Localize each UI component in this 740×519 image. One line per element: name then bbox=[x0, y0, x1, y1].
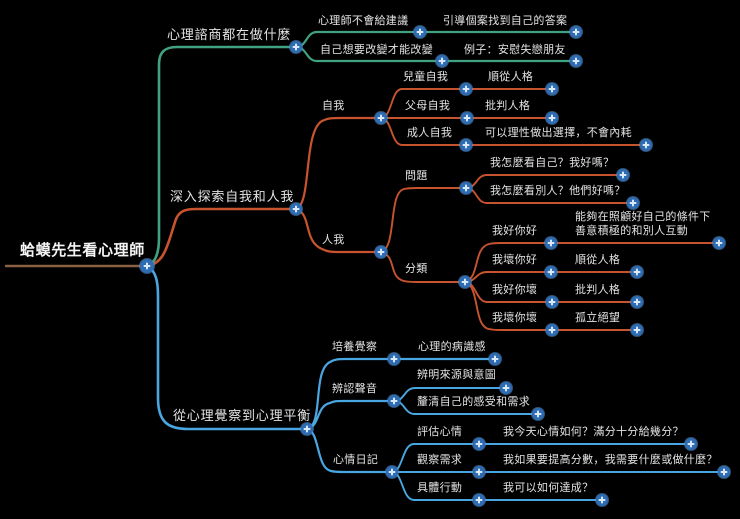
expand-icon[interactable] bbox=[386, 466, 398, 478]
node-action-question[interactable]: 我可以如何達成？ bbox=[503, 482, 594, 494]
connector bbox=[464, 242, 720, 283]
root-topic[interactable]: 蛤蟆先生看心理師 bbox=[20, 242, 145, 259]
expand-icon[interactable] bbox=[460, 182, 472, 194]
node-assess-mood[interactable]: 評估心情 bbox=[417, 426, 463, 438]
expand-icon[interactable] bbox=[375, 112, 387, 124]
expand-icon[interactable] bbox=[596, 494, 608, 506]
node-categories[interactable]: 分類 bbox=[405, 263, 428, 275]
node-positive-interaction[interactable]: 能夠在照顧好自己的條件下善意積極的和別人互動 bbox=[575, 211, 711, 237]
node-im-ok-youre-ok[interactable]: 我好你好 bbox=[492, 225, 538, 237]
expand-icon[interactable] bbox=[570, 55, 582, 67]
expand-icon[interactable] bbox=[546, 112, 558, 124]
node-needs-question[interactable]: 我如果要提高分數，我需要什麼或做什麼？ bbox=[503, 454, 718, 466]
connector bbox=[305, 357, 497, 431]
node-how-see-others[interactable]: 我怎麼看別人？他們好嗎？ bbox=[490, 185, 626, 197]
node-self[interactable]: 自我 bbox=[322, 100, 345, 112]
node-adult-ego[interactable]: 成人自我 bbox=[407, 127, 453, 139]
expand-icon[interactable] bbox=[545, 237, 557, 249]
node-how-see-self[interactable]: 我怎麼看自己？我好嗎？ bbox=[490, 157, 615, 169]
expand-icon[interactable] bbox=[640, 139, 652, 151]
expand-icon[interactable] bbox=[460, 83, 472, 95]
connector bbox=[294, 116, 383, 211]
node-mood-question[interactable]: 我今天心情如何？滿分十分給幾分？ bbox=[503, 426, 684, 438]
expand-icon[interactable] bbox=[414, 26, 426, 38]
expand-icon[interactable] bbox=[388, 395, 400, 407]
node-clarify-feelings-needs[interactable]: 釐清自己的感受和需求 bbox=[417, 396, 530, 408]
expand-icon[interactable] bbox=[532, 408, 544, 420]
expand-icon[interactable] bbox=[461, 112, 473, 124]
connector bbox=[146, 45, 298, 268]
node-im-ok-youre-not-ok[interactable]: 我好你壞 bbox=[492, 284, 538, 296]
node-compliant-personality-2[interactable]: 順從人格 bbox=[575, 254, 621, 266]
expand-icon[interactable] bbox=[546, 324, 558, 336]
expand-icon[interactable] bbox=[473, 466, 485, 478]
node-cultivate-awareness[interactable]: 培養覺察 bbox=[332, 341, 378, 353]
node-example-comfort-friend[interactable]: 例子：安慰失戀朋友 bbox=[464, 44, 566, 56]
expand-icon[interactable] bbox=[301, 423, 313, 435]
expand-icon[interactable] bbox=[459, 276, 471, 288]
node-guide-to-own-answer[interactable]: 引導個案找到自己的答案 bbox=[443, 15, 568, 27]
expand-icon[interactable] bbox=[570, 26, 582, 38]
node-critical-personality-2[interactable]: 批判人格 bbox=[575, 284, 621, 296]
expand-icon[interactable] bbox=[685, 438, 697, 450]
expand-icon[interactable] bbox=[473, 438, 485, 450]
connector bbox=[294, 207, 383, 254]
expand-icon[interactable] bbox=[617, 169, 629, 181]
expand-icon[interactable] bbox=[546, 296, 558, 308]
branch-awareness-to-balance[interactable]: 從心理覺察到心理平衡 bbox=[173, 408, 312, 423]
node-im-not-ok-youre-ok[interactable]: 我壞你好 bbox=[492, 254, 538, 266]
node-identify-voices[interactable]: 辨認聲音 bbox=[332, 383, 378, 395]
expand-icon[interactable] bbox=[718, 466, 730, 478]
expand-icon[interactable] bbox=[473, 494, 485, 506]
node-interpersonal[interactable]: 人我 bbox=[322, 234, 345, 246]
node-change-requires-will[interactable]: 自己想要改變才能改變 bbox=[320, 44, 433, 56]
expand-icon[interactable] bbox=[460, 139, 472, 151]
node-compliant-personality-1[interactable]: 順從人格 bbox=[488, 71, 534, 83]
node-discern-source-intent[interactable]: 辨明來源與意圖 bbox=[417, 369, 497, 381]
branch-what-counseling-does[interactable]: 心理諮商都在做什麼 bbox=[167, 27, 292, 42]
expand-icon[interactable] bbox=[546, 83, 558, 95]
connector bbox=[146, 207, 298, 268]
expand-icon[interactable] bbox=[631, 324, 643, 336]
expand-icon[interactable] bbox=[627, 197, 639, 209]
expand-icon[interactable] bbox=[713, 237, 725, 249]
node-child-ego[interactable]: 兒童自我 bbox=[403, 71, 449, 83]
node-observe-needs[interactable]: 觀察需求 bbox=[417, 454, 463, 466]
node-im-not-ok-youre-not-ok[interactable]: 我壞你壞 bbox=[492, 312, 538, 324]
branch-explore-self-others[interactable]: 深入探索自我和人我 bbox=[170, 189, 295, 204]
connector bbox=[305, 399, 396, 431]
node-rational-choice[interactable]: 可以理性做出選擇，不會內耗 bbox=[485, 127, 632, 139]
node-isolation-despair[interactable]: 孤立絕望 bbox=[575, 312, 621, 324]
expand-icon[interactable] bbox=[140, 259, 154, 273]
expand-icon[interactable] bbox=[489, 353, 501, 365]
node-mood-diary[interactable]: 心情日記 bbox=[333, 454, 379, 466]
expand-icon[interactable] bbox=[375, 246, 387, 258]
connector bbox=[305, 427, 394, 474]
expand-icon[interactable] bbox=[290, 41, 302, 53]
expand-icon[interactable] bbox=[436, 55, 448, 67]
connector bbox=[464, 281, 638, 331]
node-critical-personality-1[interactable]: 批判人格 bbox=[485, 100, 531, 112]
expand-icon[interactable] bbox=[500, 382, 512, 394]
node-no-advice[interactable]: 心理師不會給建議 bbox=[318, 15, 409, 27]
node-questions[interactable]: 問題 bbox=[405, 170, 428, 182]
expand-icon[interactable] bbox=[545, 266, 557, 278]
connector bbox=[380, 251, 466, 283]
expand-icon[interactable] bbox=[631, 266, 643, 278]
expand-icon[interactable] bbox=[388, 353, 400, 365]
connector bbox=[146, 265, 309, 431]
node-parent-ego[interactable]: 父母自我 bbox=[405, 100, 451, 112]
expand-icon[interactable] bbox=[631, 296, 643, 308]
node-concrete-action[interactable]: 具體行動 bbox=[417, 482, 463, 494]
expand-icon[interactable] bbox=[290, 203, 302, 215]
connector bbox=[380, 187, 467, 253]
node-illness-insight[interactable]: 心理的病識感 bbox=[418, 341, 486, 353]
